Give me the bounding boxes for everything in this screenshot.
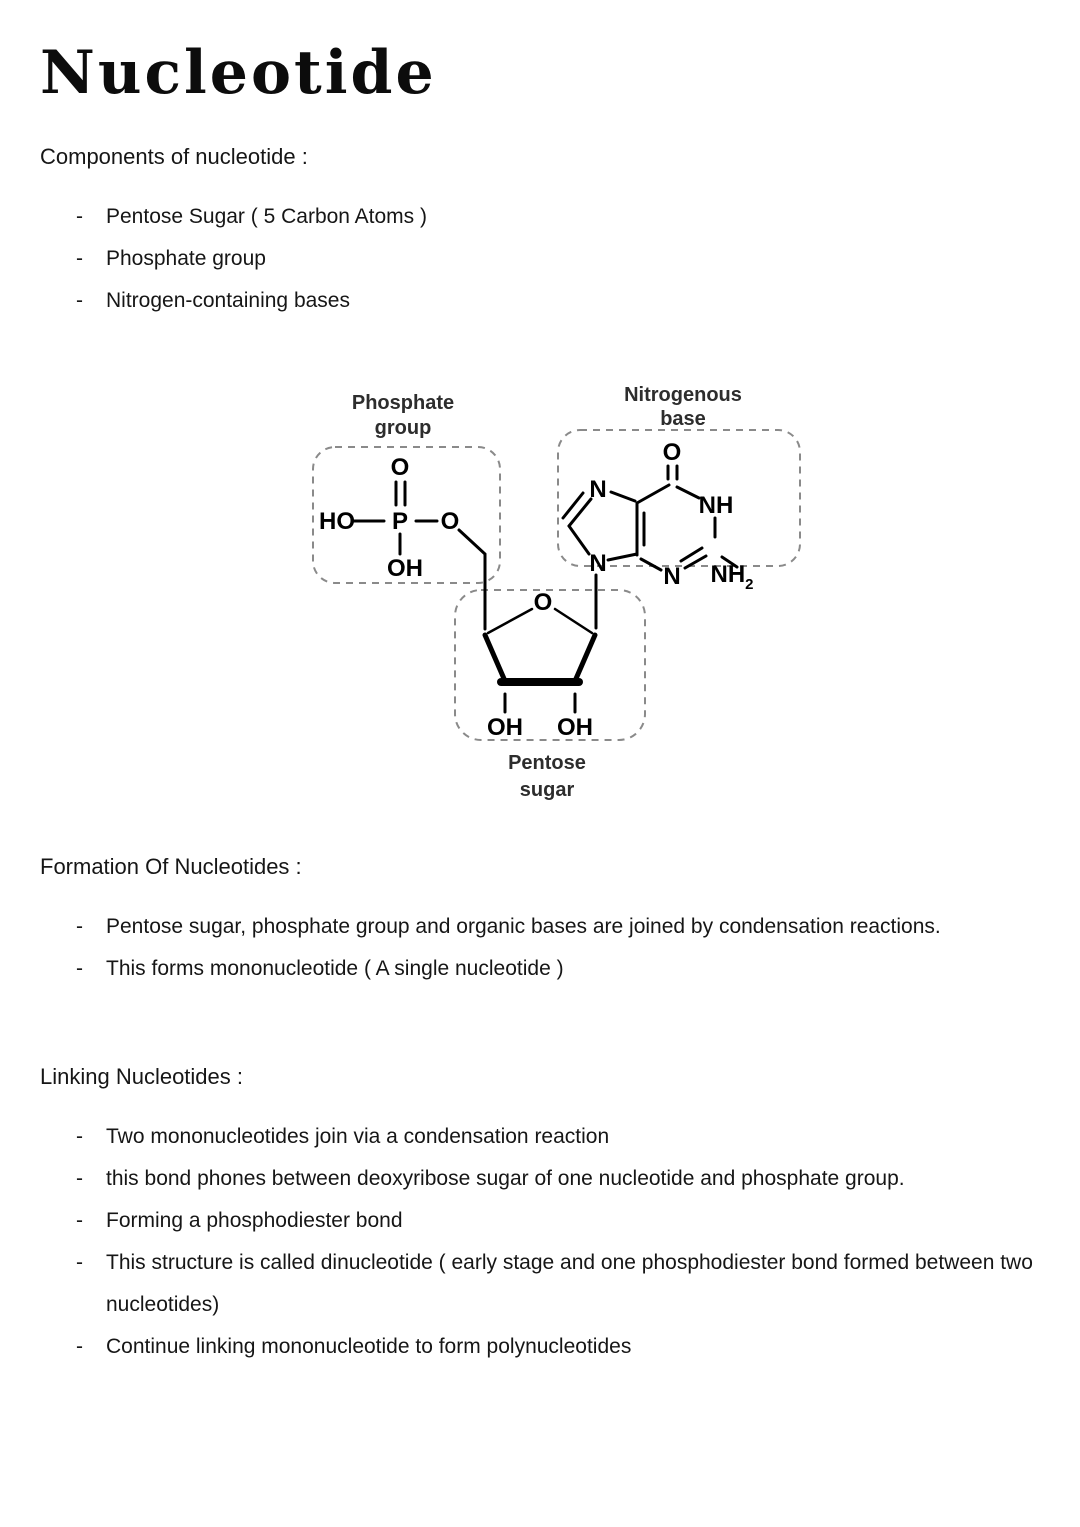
bullet-dash: -	[76, 1125, 83, 1148]
components-list: - Pentose Sugar ( 5 Carbon Atoms ) - Pho…	[40, 196, 1040, 322]
bullet-text: This forms mononucleotide ( A single nuc…	[106, 957, 564, 980]
list-item: - Forming a phosphodiester bond	[76, 1200, 1040, 1242]
atom-o-top: O	[391, 454, 410, 481]
base-label-line2: base	[660, 408, 706, 430]
linking-list: - Two mononucleotides join via a condens…	[40, 1116, 1040, 1368]
bullet-text: Pentose Sugar ( 5 Carbon Atoms )	[106, 205, 427, 228]
phosphoester-linkage-bond	[457, 528, 487, 631]
section-heading-formation: Formation Of Nucleotides :	[40, 854, 302, 879]
list-item: - This structure is called dinucleotide …	[76, 1242, 1040, 1326]
bullet-dash: -	[76, 957, 83, 980]
bullet-dash: -	[76, 1209, 83, 1232]
guanine-structure: O N NH N N NH2	[561, 439, 754, 630]
bullet-dash: -	[76, 289, 83, 312]
atom-p: P	[392, 508, 408, 535]
section-heading-components: Components of nucleotide :	[40, 144, 308, 169]
atom-base-o: O	[663, 439, 682, 466]
nitrogenous-base-box	[557, 429, 801, 567]
atom-oh-below: OH	[387, 555, 423, 582]
bullet-text: Pentose sugar, phosphate group and organ…	[106, 915, 941, 938]
base-label-line1: Nitrogenous	[624, 384, 742, 406]
bullet-text: this bond phones between deoxyribose sug…	[106, 1167, 905, 1190]
atom-o-right: O	[441, 508, 460, 535]
bullet-text: This structure is called dinucleotide ( …	[106, 1251, 1033, 1316]
list-item: - Continue linking mononucleotide to for…	[76, 1326, 1040, 1368]
bullet-dash: -	[76, 1251, 83, 1274]
nucleotide-structure-diagram: Phosphate group Nitrogenous base Pentose…	[40, 322, 1040, 852]
atom-nh2: NH2	[710, 561, 753, 593]
atom-oh-left: OH	[487, 714, 523, 741]
phosphate-structure: O HO P O OH	[319, 454, 487, 631]
atom-n9: N	[589, 550, 606, 577]
list-item: - Two mononucleotides join via a condens…	[76, 1116, 1040, 1158]
bullet-text: Two mononucleotides join via a condensat…	[106, 1125, 610, 1148]
formation-list: - Pentose sugar, phosphate group and org…	[40, 906, 1040, 990]
sugar-label-line1: Pentose	[508, 752, 586, 774]
bullet-text: Forming a phosphodiester bond	[106, 1209, 403, 1232]
list-item: - Pentose Sugar ( 5 Carbon Atoms )	[76, 196, 1040, 238]
nitrogenous-base-label: Nitrogenous base	[624, 384, 742, 430]
bullet-dash: -	[76, 205, 83, 228]
atom-n7: N	[589, 476, 606, 503]
pentose-sugar-box	[454, 589, 646, 741]
phosphate-label-line1: Phosphate	[352, 392, 454, 414]
list-item: - this bond phones between deoxyribose s…	[76, 1158, 1040, 1200]
bullet-dash: -	[76, 1335, 83, 1358]
bullet-dash: -	[76, 247, 83, 270]
nucleotide-structure-svg: Phosphate group Nitrogenous base Pentose…	[312, 384, 801, 801]
atom-ho: HO	[319, 508, 355, 535]
page-title: Nucleotide	[40, 38, 437, 108]
sugar-label-line2: sugar	[520, 779, 575, 801]
section-heading-linking: Linking Nucleotides :	[40, 1064, 244, 1089]
atom-n3: N	[663, 563, 680, 590]
atom-ring-o: O	[534, 589, 553, 616]
atom-nh: NH	[699, 492, 734, 519]
phosphate-group-box	[312, 446, 501, 584]
bullet-dash: -	[76, 915, 83, 938]
list-item: - Pentose sugar, phosphate group and org…	[76, 906, 1040, 948]
phosphate-label-line2: group	[375, 417, 432, 439]
bullet-text: Nitrogen-containing bases	[106, 289, 350, 312]
bullet-dash: -	[76, 1167, 83, 1190]
sugar-structure: O OH OH	[482, 589, 598, 741]
list-item: - Nitrogen-containing bases	[76, 280, 1040, 322]
atom-oh-right: OH	[557, 714, 593, 741]
phosphate-group-label: Phosphate group	[352, 392, 454, 439]
bullet-text: Continue linking mononucleotide to form …	[106, 1335, 632, 1358]
bullet-text: Phosphate group	[106, 247, 266, 270]
list-item: - This forms mononucleotide ( A single n…	[76, 948, 1040, 990]
pentose-sugar-label: Pentose sugar	[508, 752, 586, 801]
list-item: - Phosphate group	[76, 238, 1040, 280]
